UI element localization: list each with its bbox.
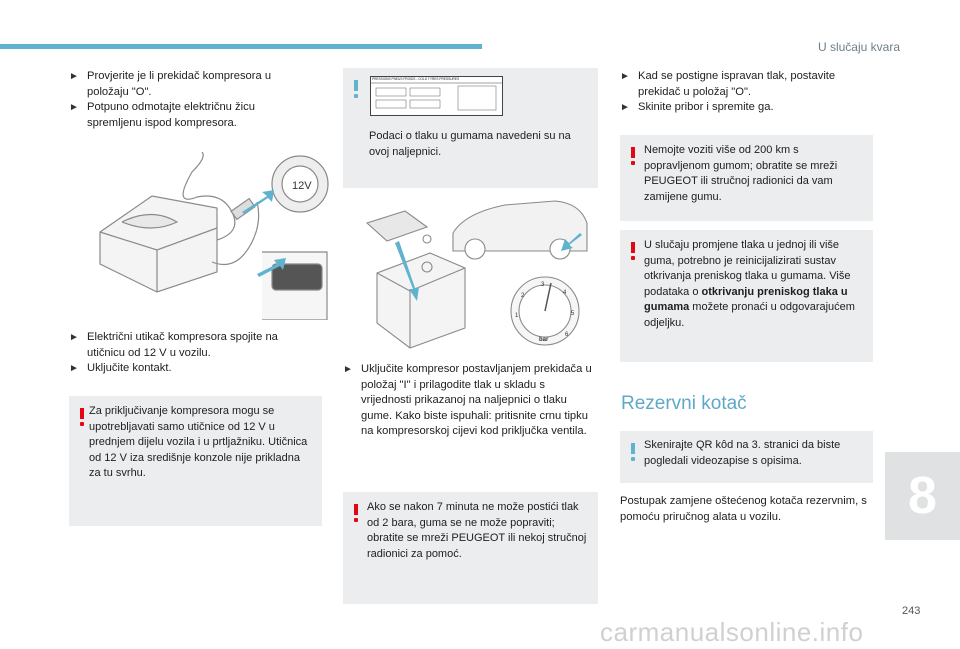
page-number: 243 [902, 605, 921, 617]
gauge-tick: 1 [515, 313, 519, 319]
warning-icon [354, 504, 358, 515]
bullet-item: ►Kad se postigne ispravan tlak, postavit… [620, 70, 836, 98]
warning-icon-dot [631, 256, 635, 260]
info-text: Podaci o tlaku u gumama navedeni su na o… [369, 130, 571, 158]
chapter-title: U slučaju kvara [817, 40, 900, 54]
warning-text: Ako se nakon 7 minuta ne može postići tl… [367, 501, 587, 560]
section-title: Rezervni kotač [621, 393, 747, 414]
tyre-pressure-label-image [370, 76, 503, 116]
gauge-tick: 5 [571, 311, 575, 317]
bullet-item: ►Skinite pribor i spremite ga. [620, 100, 870, 116]
info-icon-dot [354, 94, 358, 98]
warning-link-text: otkrivanju preniskog tlaka u gumama [644, 285, 848, 314]
watermark: carmanualsonline.info [600, 617, 864, 647]
chapter-tab: 8 [885, 452, 960, 540]
col1-warning-box: Za priključivanje kompresora mogu se upo… [69, 396, 322, 526]
col3-warning-box-1: Nemojte voziti više od 200 km s popravlj… [620, 135, 873, 221]
warning-text: Za priključivanje kompresora mogu se upo… [89, 405, 308, 480]
compressor-connect-illustration: 12V [99, 152, 329, 320]
bullet-marker-icon: ► [69, 71, 79, 82]
col1-bullets-a: ►Provjerite je li prekidač kompresora u … [69, 69, 309, 131]
col3-bullets: ►Kad se postigne ispravan tlak, postavit… [620, 69, 870, 116]
bullet-marker-icon: ► [69, 332, 79, 343]
info-icon-dot [631, 457, 635, 461]
gauge-tick: 3 [541, 282, 545, 288]
bullet-marker-icon: ► [620, 71, 630, 82]
tyre-label-title: PRESSIONS PNEUS FROIDS - COLD TYRES PRES… [372, 77, 460, 81]
bullet-marker-icon: ► [620, 102, 630, 113]
socket-12v-label: 12V [292, 180, 312, 192]
warning-icon-dot [80, 422, 84, 426]
bullet-item: ►Potpuno odmotajte električnu žicu sprem… [69, 101, 255, 129]
col2-bullets: ►Uključite kompresor postavljanjem preki… [343, 362, 598, 440]
col3-paragraph: Postupak zamjene oštećenog kotača rezerv… [620, 495, 867, 523]
col1-bullets-b: ►Električni utikač kompresora spojite na… [69, 330, 309, 377]
bullet-item: ►Uključite kontakt. [69, 361, 309, 377]
col2-info-box: PRESSIONS PNEUS FROIDS - COLD TYRES PRES… [343, 68, 598, 188]
gauge-tick: 6 [565, 332, 569, 338]
chapter-number: 8 [908, 467, 937, 525]
gauge-unit: bar [539, 337, 549, 343]
info-icon [354, 80, 358, 91]
bullet-marker-icon: ► [69, 102, 79, 113]
info-text: Skenirajte QR kôd na 3. stranici da bist… [644, 439, 841, 467]
bullet-item: ►Električni utikač kompresora spojite na… [69, 331, 278, 359]
warning-text: Nemojte voziti više od 200 km s popravlj… [644, 144, 838, 203]
col2-warning-box: Ako se nakon 7 minuta ne može postići tl… [343, 492, 598, 604]
gauge-tick: 2 [521, 293, 525, 299]
col3-info-box: Skenirajte QR kôd na 3. stranici da bist… [620, 431, 873, 483]
warning-icon-dot [354, 518, 358, 522]
bullet-item: ►Uključite kompresor postavljanjem preki… [343, 363, 592, 437]
col3-warning-box-2: U slučaju promjene tlaka u jednoj ili vi… [620, 230, 873, 362]
warning-icon [631, 242, 635, 253]
warning-icon [80, 408, 84, 419]
bullet-item: ►Provjerite je li prekidač kompresora u … [69, 70, 272, 98]
info-icon [631, 443, 635, 454]
header-accent-bar [0, 44, 482, 49]
compressor-inflate-illustration: 1 2 3 4 5 6 bar [365, 200, 588, 349]
bullet-marker-icon: ► [343, 364, 353, 375]
warning-icon-dot [631, 161, 635, 165]
gauge-tick: 4 [563, 290, 567, 296]
warning-icon [631, 147, 635, 158]
bullet-marker-icon: ► [69, 363, 79, 374]
warning-text: U slučaju promjene tlaka u jednoj ili vi… [644, 239, 855, 329]
